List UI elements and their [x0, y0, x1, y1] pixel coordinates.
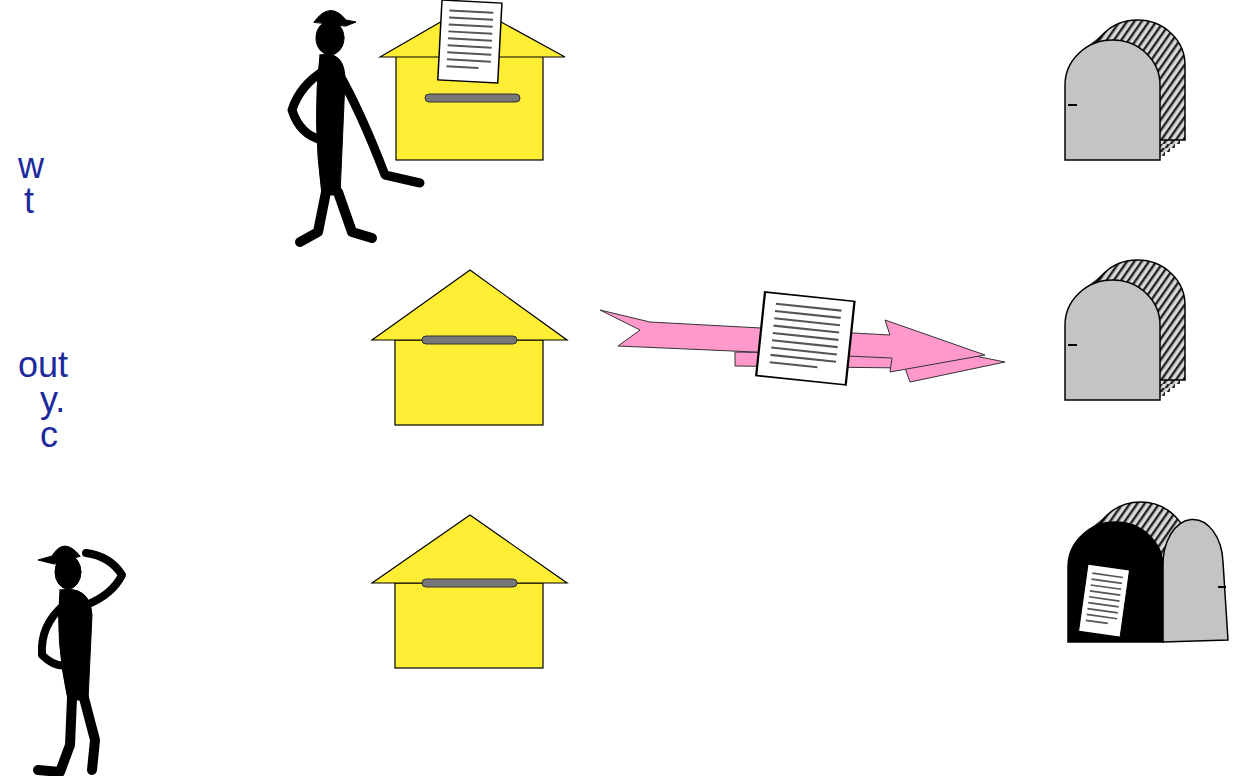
letter [438, 0, 502, 83]
rural-mailbox [1218, 586, 1226, 588]
side-text: t [24, 183, 34, 219]
side-text: w [18, 148, 44, 184]
post-box [372, 515, 567, 668]
letter [756, 292, 854, 385]
rural-mailbox [1068, 502, 1228, 642]
box-roof [372, 515, 567, 583]
mail-slot [425, 94, 520, 102]
person-figure [292, 10, 420, 242]
mail-slot [422, 336, 517, 344]
person-figure [42, 605, 68, 666]
box-body [395, 340, 543, 425]
person-figure [338, 72, 420, 183]
mail-slot [422, 579, 517, 587]
letter [1079, 564, 1130, 637]
post-box [380, 0, 565, 160]
rural-mailbox [1068, 104, 1077, 106]
person-figure [292, 70, 325, 140]
person-figure [38, 546, 80, 564]
letter [438, 0, 502, 83]
rural-mailbox [1068, 344, 1077, 346]
person-figure [38, 546, 122, 772]
side-text: c [40, 417, 58, 453]
rural-mailbox [1065, 260, 1185, 400]
rural-mailbox [1065, 280, 1160, 400]
side-text: out [18, 347, 68, 383]
transfer-arrow [600, 292, 1005, 385]
person-figure [84, 698, 95, 770]
person-figure [314, 10, 356, 26]
rural-mailbox [1065, 20, 1185, 160]
letter [1079, 564, 1130, 637]
open-door [1163, 519, 1228, 642]
person-figure [338, 192, 372, 238]
rural-mailbox [1068, 522, 1163, 642]
person-figure [316, 21, 344, 55]
letter [756, 292, 854, 385]
person-figure [86, 553, 122, 605]
box-roof [372, 270, 567, 340]
person-figure [300, 192, 326, 242]
post-box [372, 270, 567, 425]
rural-mailbox [1065, 40, 1160, 160]
person-figure [38, 698, 72, 772]
box-body [395, 583, 543, 668]
side-text: y. [40, 382, 65, 418]
